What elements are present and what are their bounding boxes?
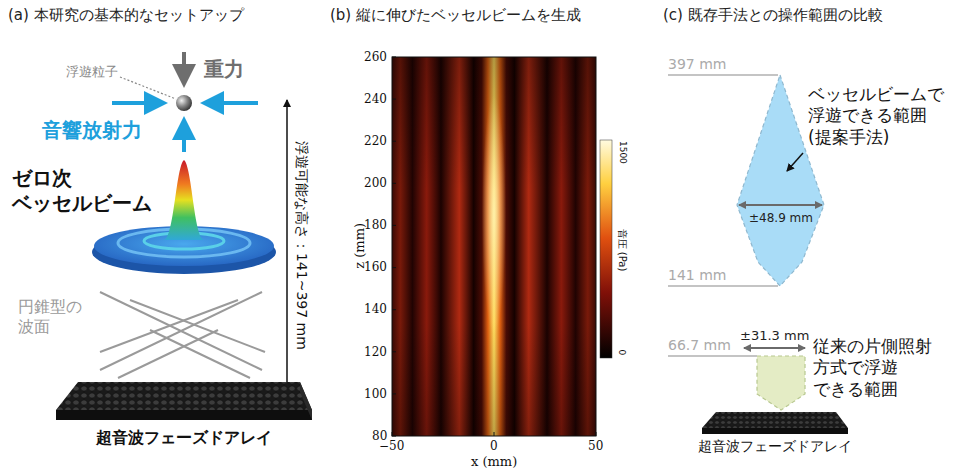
axis-ticks	[392, 183, 396, 184]
tick-label: 180	[364, 218, 387, 232]
tick-label: 0	[490, 439, 498, 453]
width-arrows	[739, 205, 822, 348]
force-label: 重力	[204, 57, 244, 81]
radiation-force-arrows	[182, 120, 186, 152]
height-range-arrow	[286, 100, 288, 390]
axis-ticks	[392, 57, 596, 436]
axis-ticks	[596, 432, 597, 436]
wavefront-label: 円錐型の 波面	[18, 297, 82, 337]
phased-array	[56, 410, 312, 420]
tick-label: 100	[364, 387, 387, 401]
conical-wavefront	[100, 300, 238, 352]
small-phased-array	[702, 412, 848, 428]
height-range-arrow	[287, 100, 288, 390]
levitated-particle	[176, 95, 192, 111]
radiation-force-arrows	[204, 101, 258, 105]
axis-ticks	[392, 99, 396, 100]
conical-wavefront	[100, 292, 262, 370]
width-arrows	[744, 347, 805, 349]
tick-label: 260	[364, 50, 387, 64]
beam-label: ゼロ次 ベッセルビーム	[12, 166, 152, 216]
colorbar-label: 1500	[617, 141, 628, 164]
tick-label: 160	[364, 260, 387, 274]
conventional-range-region	[757, 356, 805, 410]
tick-label: 120	[364, 345, 387, 359]
pressure-heatmap	[392, 57, 596, 436]
dimension: 397 mm	[668, 56, 726, 73]
axis-ticks	[392, 225, 396, 226]
phased-array	[56, 382, 312, 410]
axis-ticks	[392, 267, 396, 268]
radiation-force-arrows	[112, 101, 164, 105]
region-label: 従来の片側照射 方式で浮遊 できる範囲	[813, 336, 932, 400]
axis-ticks	[392, 432, 393, 436]
pressure-heatmap	[482, 95, 506, 335]
tick-label: 240	[364, 92, 387, 106]
axis-ticks	[494, 432, 495, 436]
levitated-particle	[176, 95, 192, 111]
tick-label: 50	[588, 439, 603, 453]
pressure-heatmap	[392, 57, 596, 436]
axis-title: z (mm)	[352, 223, 368, 269]
conical-wavefront	[150, 330, 250, 378]
height-label: 浮遊可能な高さ：141~397 mm	[293, 141, 310, 350]
dimension: 141 mm	[668, 267, 726, 284]
colorbar	[600, 140, 612, 358]
width-arrows	[739, 204, 822, 206]
height-leader-lines	[668, 355, 757, 357]
axis-ticks	[392, 57, 396, 58]
panel-title: (c) 既存手法との操作範囲の比較	[663, 6, 883, 24]
pointer-arrow	[787, 153, 803, 171]
colorbar-label: 0	[616, 350, 627, 356]
small-phased-array	[702, 428, 848, 434]
tick-label: 220	[364, 134, 387, 148]
colorbar-title: 音圧 (Pa)	[616, 229, 628, 272]
bessel-beam-surface	[164, 160, 204, 240]
pressure-heatmap	[392, 57, 596, 436]
axis-ticks	[392, 436, 396, 437]
tick-label: 140	[364, 302, 387, 316]
phased-array	[300, 382, 312, 420]
region-label: ベッセルビームで 浮遊できる範囲 (提案手法)	[808, 84, 944, 148]
tick-label: −50	[379, 439, 404, 453]
particle-leader	[120, 77, 176, 99]
conical-wavefront	[118, 330, 218, 378]
conical-wavefront	[100, 292, 265, 378]
dimension: ±48.9 mm	[749, 211, 813, 225]
colorbar	[600, 140, 612, 358]
gravity-arrow	[182, 52, 186, 84]
gravity-arrow	[184, 52, 185, 84]
tick-label: 200	[364, 176, 387, 190]
conical-wavefront	[100, 292, 262, 370]
dimension: ±31.3 mm	[740, 328, 809, 344]
device-label: 超音波フェーズドアレイ	[698, 438, 852, 455]
conical-wavefront	[130, 300, 265, 352]
device-label: 超音波フェーズドアレイ	[96, 428, 272, 447]
bessel-beam-surface	[92, 160, 276, 274]
dimension: 66.7 mm	[668, 337, 731, 354]
height-leader-lines	[668, 74, 778, 76]
particle-leader	[120, 77, 176, 99]
axis-ticks	[392, 141, 396, 142]
axis-ticks	[392, 309, 396, 310]
pressure-heatmap	[392, 57, 596, 436]
conventional-range-region	[757, 356, 805, 410]
small-phased-array	[702, 412, 848, 434]
pointer-arrow	[787, 153, 803, 171]
part-label: 浮遊粒子	[66, 64, 118, 80]
panel-title: (b) 縦に伸びたベッセルビームを生成	[330, 6, 581, 24]
axis-title: x (mm)	[471, 454, 517, 470]
axis-ticks	[392, 393, 396, 394]
height-leader-lines	[668, 285, 778, 287]
panel-title: (a) 本研究の基本的なセットアップ	[8, 6, 244, 24]
phased-array	[56, 382, 312, 420]
force-label: 音響放射力	[42, 118, 142, 142]
axis-ticks	[392, 351, 396, 352]
